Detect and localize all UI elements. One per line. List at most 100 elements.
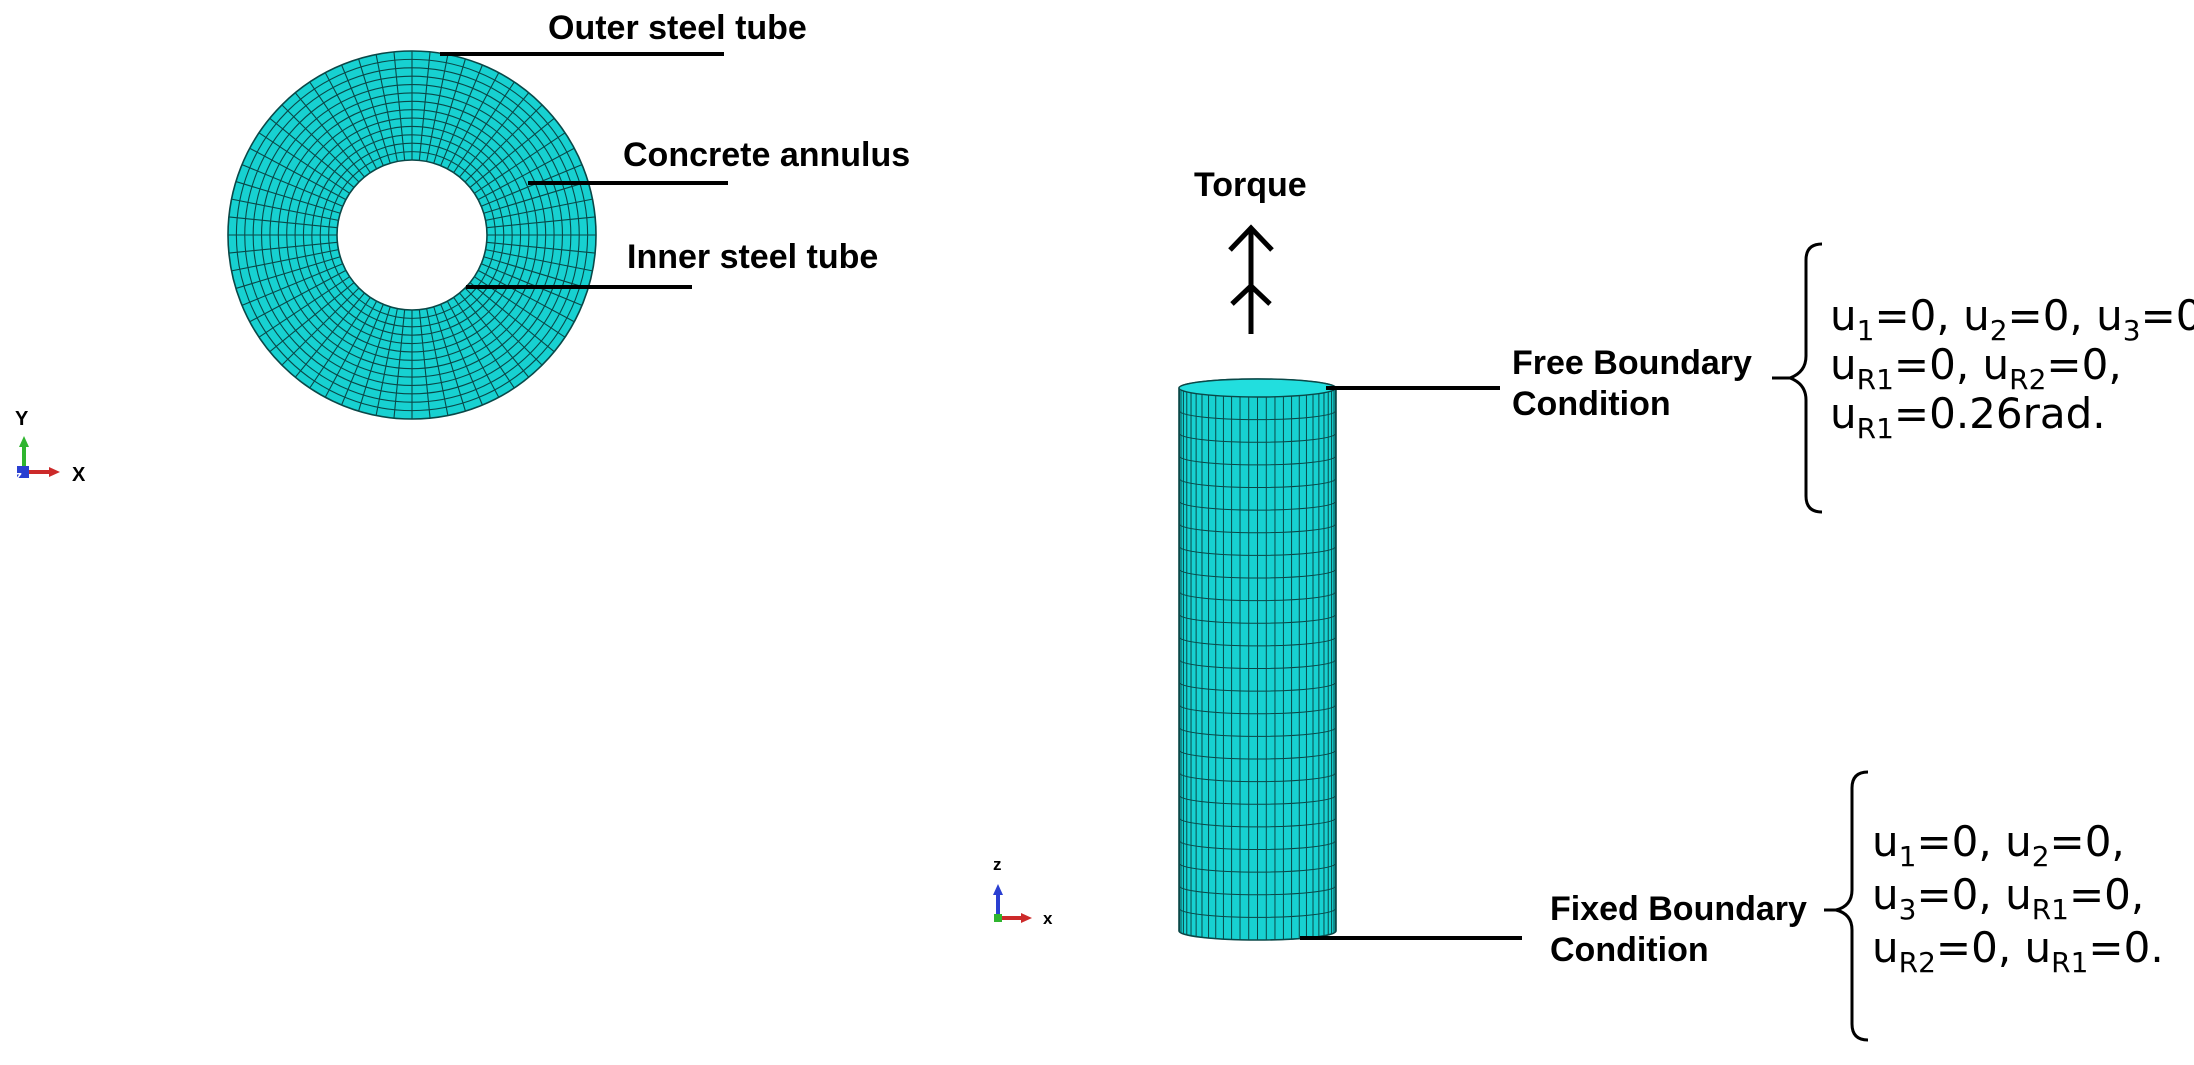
mesh-spoke — [249, 269, 347, 323]
column-model: Torque Free Boundary Condition u1=0, u2=… — [993, 166, 2194, 1042]
mesh-spoke — [477, 147, 575, 201]
mesh-hoop — [1178, 591, 1337, 602]
mesh-spoke — [418, 51, 431, 161]
mesh-hoop — [1178, 681, 1337, 692]
free-bc-equation-line-1: u1=0, u2=0, u3=0, — [1830, 291, 2194, 347]
mesh-spoke — [426, 308, 449, 416]
mesh-spoke — [440, 304, 483, 406]
fixed-bc-equation-line-1: u1=0, u2=0, — [1872, 817, 2125, 873]
fixed-bc-equation-line-2: u3=0, uR1=0, — [1872, 870, 2144, 926]
fixed-bc-title-line-1: Fixed Boundary — [1550, 890, 1807, 928]
mesh-hoop — [1178, 478, 1337, 488]
triad-x-label-2: x — [1043, 909, 1053, 928]
mesh-spoke — [358, 58, 391, 164]
fixed-bc-equations: u1=0, u2=0,u3=0, uR1=0,uR2=0, uR1=0. — [1872, 817, 2164, 979]
mesh-spoke — [453, 81, 515, 173]
z-axis-marker — [17, 466, 29, 478]
triad-z-label-2: z — [993, 855, 1002, 874]
x-axis-arrowhead — [49, 467, 60, 477]
fixed-bc-equation-line-3: uR2=0, uR1=0. — [1872, 923, 2164, 979]
inner-steel-label: Inner steel tube — [627, 238, 878, 276]
mesh-hoop — [1178, 455, 1337, 466]
column-top-face — [1178, 378, 1337, 398]
mesh-spoke — [464, 287, 543, 366]
mesh-hoop — [1178, 908, 1337, 918]
mesh-hoop — [1178, 568, 1337, 579]
mesh-hoop — [1178, 523, 1337, 534]
mesh-spoke — [375, 54, 398, 162]
mesh-spoke — [477, 269, 575, 323]
mesh-hoop — [1178, 795, 1337, 805]
mesh-spoke — [324, 72, 378, 170]
fixed-bc-title: Fixed Boundary Condition — [1550, 890, 1816, 969]
mesh-spoke — [485, 198, 593, 221]
z-axis-arrowhead — [993, 884, 1003, 895]
mesh-spoke — [228, 216, 338, 229]
mesh-spoke — [440, 64, 483, 166]
mesh-spoke — [426, 54, 449, 162]
free-bc-equation-line-2: uR1=0, uR2=0, — [1830, 340, 2122, 396]
xz-axis-triad: z x — [993, 855, 1053, 928]
mesh-spoke — [281, 287, 360, 366]
mesh-spoke — [446, 72, 500, 170]
mesh-spoke — [453, 297, 515, 389]
mesh-hoop — [1178, 433, 1337, 443]
mesh-hoop — [1178, 500, 1337, 511]
triad-y-label: Y — [15, 408, 29, 430]
mesh-spoke — [258, 276, 350, 338]
mesh-spoke — [258, 132, 350, 194]
cross-section: Outer steel tube Concrete annulus Inner … — [227, 9, 910, 420]
x-axis-arrowhead-2 — [1021, 913, 1032, 923]
annulus-mesh — [227, 50, 597, 420]
mesh-spoke — [459, 292, 530, 378]
fixed-bc-brace — [1835, 770, 1869, 1042]
mesh-spoke — [433, 58, 466, 164]
mesh-spoke — [341, 64, 384, 166]
mesh-spoke — [235, 181, 341, 214]
free-bc-title-line-2: Condition — [1512, 385, 1671, 423]
concrete-label: Concrete annulus — [623, 136, 910, 174]
mesh-spoke — [433, 306, 466, 412]
mesh-hoop — [1178, 614, 1337, 624]
mesh-hoop — [1178, 704, 1337, 715]
mesh-spoke — [228, 241, 338, 254]
mesh-spoke — [324, 300, 378, 398]
mesh-spoke — [393, 51, 406, 161]
xy-axis-triad: Y X Z — [14, 408, 86, 486]
mesh-spoke — [469, 282, 555, 353]
column-mesh — [1178, 378, 1337, 941]
torque-label: Torque — [1194, 166, 1307, 204]
mesh-spoke — [469, 117, 555, 188]
mesh-spoke — [269, 117, 355, 188]
free-bc-title-line-1: Free Boundary — [1512, 344, 1752, 382]
mesh-spoke — [294, 92, 365, 178]
free-bc-equation-line-3: uR1=0.26rad. — [1830, 389, 2106, 445]
mesh-hoop — [1178, 749, 1337, 760]
mesh-spoke — [241, 164, 343, 207]
mesh-spoke — [235, 256, 341, 289]
mesh-spoke — [446, 300, 500, 398]
mesh-hoop — [1178, 410, 1337, 421]
mesh-spoke — [474, 132, 566, 194]
mesh-spoke — [459, 92, 530, 178]
mesh-spoke — [418, 309, 431, 419]
mesh-hoop — [1178, 772, 1337, 783]
torque-double-arrow — [1228, 224, 1274, 334]
mesh-spoke — [249, 147, 347, 201]
mesh-hoop — [1178, 930, 1337, 941]
mesh-spoke — [483, 256, 589, 289]
mesh-spoke — [375, 308, 398, 416]
free-bc-brace — [1785, 242, 1823, 514]
mesh-spoke — [486, 216, 596, 229]
mesh-spoke — [231, 249, 339, 272]
mesh-spoke — [294, 292, 365, 378]
mesh-hoop — [1178, 727, 1337, 737]
mesh-hoop — [1178, 636, 1337, 647]
triad-x-label: X — [72, 464, 86, 486]
mesh-spoke — [481, 263, 583, 306]
outer-steel-label: Outer steel tube — [548, 9, 807, 47]
mesh-hoop — [1178, 840, 1337, 850]
y-axis-marker-2 — [994, 914, 1002, 922]
mesh-spoke — [281, 104, 360, 183]
